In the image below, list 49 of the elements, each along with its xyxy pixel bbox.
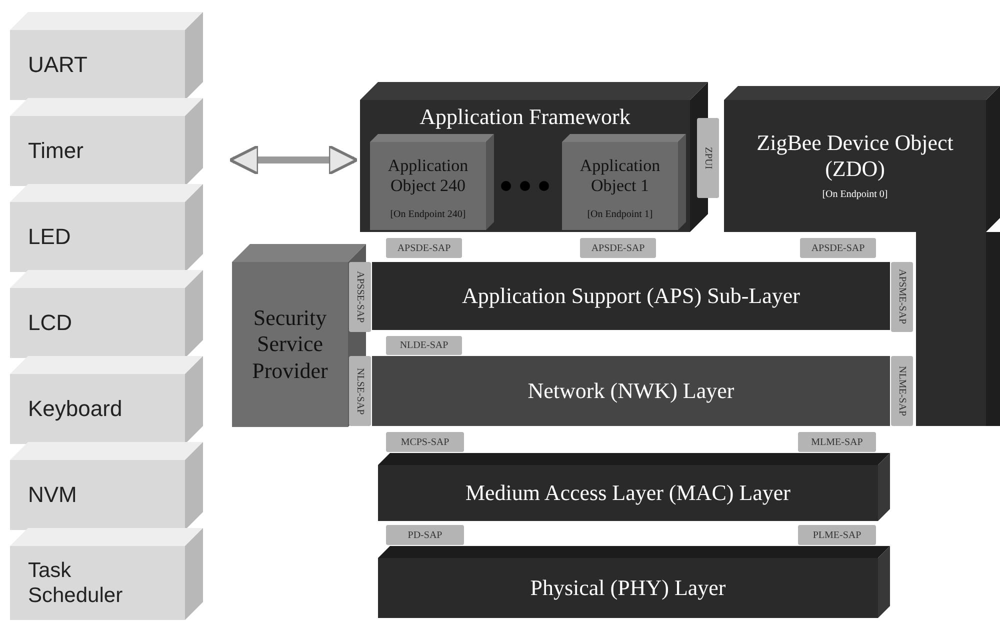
block-label: LED — [28, 224, 71, 250]
interface-tab: NLDE-SAP — [386, 336, 462, 355]
object-block — [562, 134, 686, 230]
module-block — [10, 12, 203, 100]
block-label: Keyboard — [28, 396, 122, 422]
block-label: Application Framework — [420, 104, 630, 130]
interface-tab: MCPS-SAP — [386, 432, 464, 452]
block-label: Application Support (APS) Sub-Layer — [462, 282, 800, 310]
double-arrow — [228, 144, 358, 176]
layer-block — [378, 453, 890, 521]
interface-tab: PD-SAP — [386, 525, 464, 545]
interface-tab: NLME-SAP — [891, 356, 913, 426]
block-label: UART — [28, 52, 88, 78]
endpoint-note: [On Endpoint 1] — [587, 208, 653, 220]
block-label: Medium Access Layer (MAC) Layer — [465, 480, 790, 506]
interface-tab: ZPUI — [697, 118, 719, 198]
interface-tab: MLME-SAP — [798, 432, 876, 452]
block-label: LCD — [28, 310, 72, 336]
interface-tab: APSDE-SAP — [386, 238, 462, 258]
block-label: Application Object 1 — [578, 156, 662, 197]
module-block — [10, 356, 203, 444]
layer-block — [372, 356, 890, 426]
interface-tab: APSME-SAP — [891, 262, 913, 332]
provider-block — [232, 244, 366, 427]
module-block — [10, 98, 203, 186]
interface-tab: NLSE-SAP — [349, 356, 371, 426]
module-block — [10, 528, 203, 620]
device-object-block — [724, 86, 1000, 232]
object-block — [370, 134, 494, 230]
interface-tab: APSDE-SAP — [580, 238, 656, 258]
module-block — [10, 184, 203, 272]
layer-block — [372, 262, 890, 330]
stack-column — [916, 232, 1000, 426]
endpoint-note: [On Endpoint 240] — [390, 208, 466, 220]
block-label: ZigBee Device Object (ZDO) — [756, 130, 954, 183]
module-block — [10, 442, 203, 530]
block-label: Physical (PHY) Layer — [530, 574, 726, 602]
interface-tab: APSDE-SAP — [800, 238, 876, 258]
endpoint-note: [On Endpoint 0] — [822, 188, 888, 200]
block-label: Application Object 240 — [386, 156, 470, 197]
module-block — [10, 270, 203, 358]
interface-tab: PLME-SAP — [798, 525, 876, 545]
layer-block — [378, 546, 890, 618]
block-label: Security Service Provider — [251, 304, 329, 384]
block-label: Timer — [28, 138, 84, 164]
block-label: Network (NWK) Layer — [528, 378, 734, 404]
block-label: Task Scheduler — [28, 558, 124, 608]
block-label: NVM — [28, 482, 77, 508]
interface-tab: APSSE-SAP — [349, 262, 371, 332]
